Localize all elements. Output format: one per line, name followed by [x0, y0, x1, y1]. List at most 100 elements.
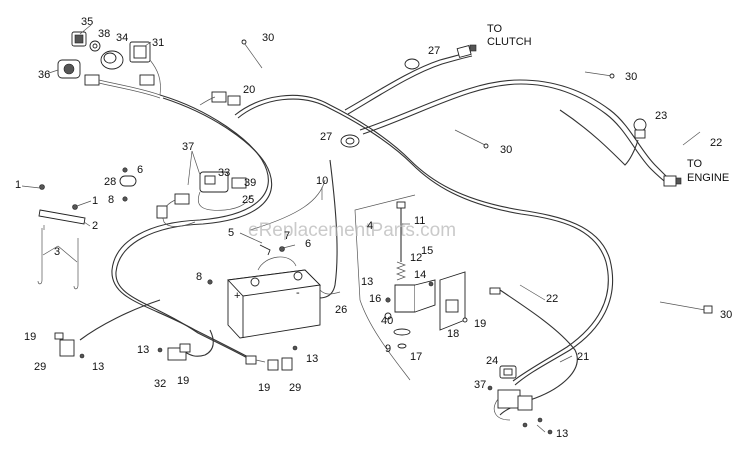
callout-label: 30	[500, 144, 512, 156]
callout-label: 19	[24, 331, 36, 343]
bracket-14	[394, 279, 436, 313]
callout-labels: 35 38 34 31 36 30 20 27 30 30 23 22 30 2…	[15, 16, 732, 440]
bolt-6-mid	[279, 244, 296, 252]
grommet-27-mid	[340, 134, 360, 148]
cable-tie-30-lower	[659, 301, 713, 314]
battery-minus-sign: -	[296, 287, 300, 299]
module-33	[197, 171, 253, 211]
callout-label: 30	[625, 71, 637, 83]
fuse-23	[633, 118, 647, 139]
callout-label: 39	[244, 177, 256, 189]
cable-tie-30-right	[584, 71, 615, 79]
relay-31	[129, 41, 151, 63]
callout-label: 30	[720, 309, 732, 321]
callout-label: 21	[577, 351, 589, 363]
callout-label: 17	[410, 351, 422, 363]
callout-label: 12	[410, 252, 422, 264]
frame-outline	[354, 194, 416, 381]
connector-25	[162, 193, 196, 227]
engine-connector	[663, 175, 682, 187]
cable-tie-30-top	[241, 39, 263, 69]
callout-label: 3	[54, 246, 60, 258]
callout-label: 10	[316, 175, 328, 187]
connector-37-bottom	[487, 385, 553, 435]
callout-label: 13	[92, 361, 104, 373]
callout-label: 34	[116, 32, 128, 44]
connector-mid-right	[489, 287, 501, 295]
connector-small-left	[156, 205, 168, 219]
callout-label: 29	[289, 382, 301, 394]
callout-label: 6	[137, 164, 143, 176]
callout-label: 19	[177, 375, 189, 387]
washer-stack	[384, 297, 411, 349]
nut-38	[89, 40, 101, 52]
callout-label: 36	[38, 69, 50, 81]
key-switch-36	[57, 59, 81, 79]
callout-label: 16	[369, 293, 381, 305]
callout-label: 27	[320, 131, 332, 143]
screw-6-top	[122, 167, 128, 173]
callout-label: 13	[306, 353, 318, 365]
callout-label: 13	[556, 428, 568, 440]
screw-8-top	[122, 196, 128, 202]
callout-label: 4	[367, 220, 373, 232]
leader-lines	[21, 24, 573, 433]
connector-20	[199, 91, 241, 106]
callout-label: 2	[92, 220, 98, 232]
callout-label: 19	[474, 318, 486, 330]
callout-label: 20	[243, 84, 255, 96]
callout-label: 32	[154, 378, 166, 390]
callout-label: 11	[414, 215, 425, 227]
battery	[227, 244, 341, 339]
callout-label: 33	[218, 167, 230, 179]
connector-29-mid	[267, 345, 298, 371]
callout-label: 31	[152, 37, 164, 49]
callout-label: 1	[15, 179, 21, 191]
cable-tie-22-right	[682, 131, 701, 146]
callout-label: 38	[98, 28, 110, 40]
engine-caption-line1: TO	[687, 158, 703, 170]
callout-label: 27	[428, 45, 440, 57]
connector-29-left	[54, 332, 85, 359]
hour-meter-34	[100, 50, 124, 70]
rod-11	[396, 201, 406, 262]
callout-label: 8	[108, 194, 114, 206]
plate-18	[439, 271, 468, 331]
main-harness	[79, 51, 673, 416]
bracket-2	[38, 184, 86, 225]
clutch-caption-line1: TO	[487, 23, 503, 35]
clutch-connector	[456, 44, 477, 58]
cable-tie-22-mid	[519, 284, 546, 301]
callout-label: 14	[414, 269, 426, 281]
callout-label: 19	[258, 382, 270, 394]
cable-tie-30-mid	[454, 129, 489, 149]
screw-8-bottom	[207, 279, 213, 285]
callout-label: 24	[486, 355, 498, 367]
spring-12	[396, 261, 406, 281]
callout-label: 8	[196, 271, 202, 283]
callout-label: 13	[137, 344, 149, 356]
callout-label: 25	[242, 194, 254, 206]
callout-label: 5	[228, 227, 234, 239]
callout-label: 37	[182, 141, 194, 153]
connector-24	[499, 365, 517, 379]
callout-label: 18	[447, 328, 459, 340]
callout-label: 35	[81, 16, 93, 28]
switch-35	[71, 31, 87, 47]
battery-plus-sign: +	[234, 290, 240, 302]
diode-28	[119, 175, 137, 187]
watermark: eReplacementParts.com	[248, 220, 456, 241]
callout-label: 22	[710, 137, 722, 149]
callout-label: 23	[655, 110, 667, 122]
callout-label: 29	[34, 361, 46, 373]
engine-caption-line2: ENGINE	[687, 172, 729, 184]
hook-3	[37, 225, 79, 290]
callout-label: 15	[421, 245, 433, 257]
callout-label: 6	[305, 238, 311, 250]
connector-32	[157, 343, 191, 361]
connector-harness-end-mid	[245, 355, 266, 365]
callout-label: 28	[104, 176, 116, 188]
grommet-27-top	[404, 58, 420, 70]
connector-cluster	[84, 59, 161, 99]
